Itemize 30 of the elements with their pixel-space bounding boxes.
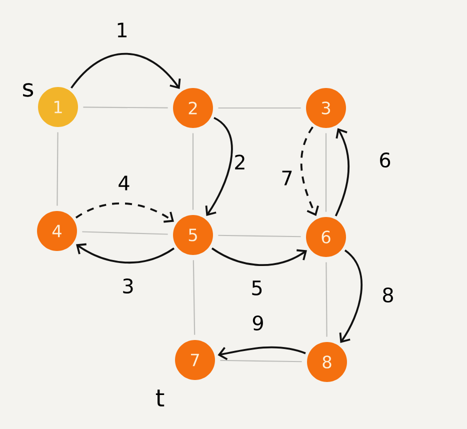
curved-arrow (334, 128, 350, 216)
edge-label: 5 (250, 280, 264, 296)
edge-label: 6 (378, 151, 392, 169)
connector-line (220, 360, 302, 362)
curved-arrow (70, 52, 181, 89)
connector-line (218, 234, 301, 238)
curved-arrow (205, 117, 233, 216)
curved-arrow (76, 202, 174, 223)
curved-arrow (300, 126, 319, 216)
vertex-label: s (23, 83, 34, 97)
vertex-label: t (156, 390, 164, 406)
edge-label: 4 (116, 174, 132, 192)
curved-arrow (212, 248, 307, 266)
connector-line (192, 133, 194, 210)
connector-line (82, 231, 168, 235)
connector-line (218, 107, 301, 109)
edge-label: 7 (280, 170, 294, 186)
connector-line (325, 133, 327, 212)
edge-label: 2 (232, 154, 248, 170)
edge-label: 1 (114, 22, 130, 38)
connector-line (83, 106, 168, 108)
curved-arrow (339, 250, 362, 343)
edge-label: 8 (380, 286, 396, 304)
curved-arrow (218, 346, 306, 360)
connector-line (192, 260, 196, 335)
connector-line (56, 132, 58, 206)
edge-label: 9 (250, 314, 266, 332)
edge-label: 3 (120, 277, 136, 295)
connector-line (326, 262, 328, 337)
curved-arrow (76, 243, 174, 264)
